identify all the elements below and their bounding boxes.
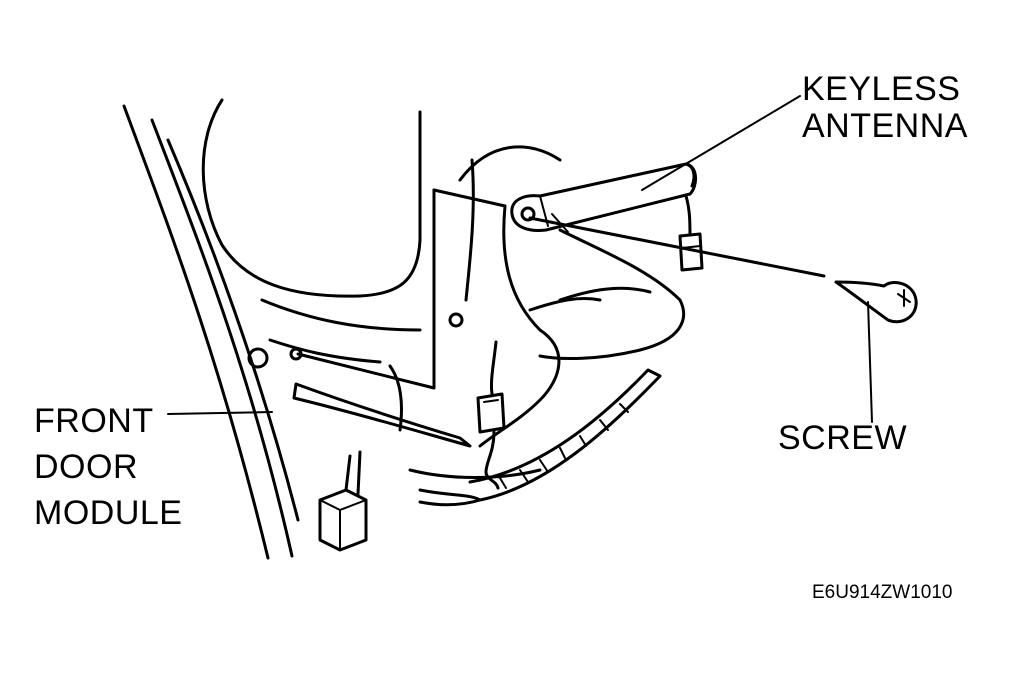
- screw-part: [834, 280, 918, 324]
- keyless-antenna-label: KEYLESS ANTENNA: [802, 71, 968, 145]
- alignment-line: [528, 216, 826, 278]
- screw-label: SCREW: [778, 419, 908, 457]
- window-opening-outline: [201, 98, 422, 298]
- front-door-module-label-line1: FRONT: [34, 402, 154, 440]
- keyless-antenna-label-line1: KEYLESS: [802, 70, 961, 108]
- front-door-module-block: [318, 450, 368, 552]
- door-edge-lines: [122, 104, 300, 560]
- front-door-module-label-line3: MODULE: [34, 494, 183, 532]
- keyless-antenna-part: [510, 162, 704, 272]
- door-lower-bar: [292, 382, 472, 448]
- bar-rib: [388, 364, 404, 432]
- keyless-antenna-label-line2: ANTENNA: [802, 107, 968, 145]
- wiring-harness: [418, 368, 662, 507]
- figure-code: E6U914ZW1010: [812, 582, 953, 603]
- front-door-module-label: FRONT DOOR MODULE: [34, 398, 182, 536]
- leader-lines: [167, 95, 873, 423]
- inner-panel-outlines: [247, 145, 686, 448]
- module-connector: [476, 340, 506, 490]
- lower-contour: [408, 468, 542, 479]
- front-door-module-label-line2: DOOR: [34, 448, 138, 486]
